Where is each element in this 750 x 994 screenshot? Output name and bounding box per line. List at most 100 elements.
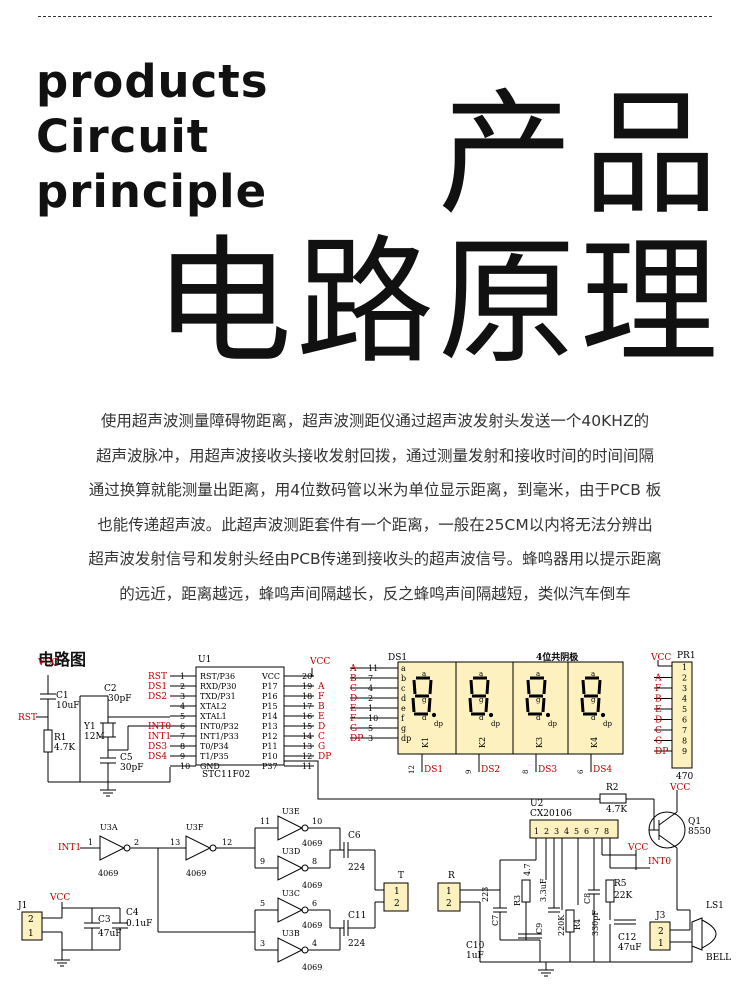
y1-value: 12M [84, 732, 105, 742]
u2-ref: U2 [530, 799, 543, 809]
q1-vcc-label: VCC [669, 783, 690, 793]
segment-label: g [422, 696, 427, 704]
description-line: 的远近，距离越远，蜂鸣声间隔越长，反之蜂鸣声间隔越短，类似汽车倒车 [119, 584, 631, 603]
gate-ref: U3E [282, 807, 300, 816]
display-segment-letter: e [401, 704, 406, 713]
display-pin-number: 10 [368, 714, 378, 723]
ls1-value: BELL [706, 953, 731, 963]
mcu-pin-number: 8 [180, 742, 185, 751]
mcu-right-net-label: G [318, 742, 325, 752]
display-pin-number: 2 [368, 694, 373, 703]
display-segment-letter: b [401, 674, 406, 683]
mcu-right-net-label: B [318, 702, 325, 712]
u2-body [529, 819, 619, 839]
description-paragraph: 使用超声波测量障碍物距离，超声波测距仪通过超声波发射头发送一个40KHZ的 超声… [30, 404, 720, 611]
mcu-pin-name: P13 [262, 722, 278, 731]
mcu-pin-name: P16 [262, 692, 278, 701]
mcu-pin-number: 19 [302, 682, 312, 691]
pr1-pin-number: 8 [682, 737, 687, 746]
mcu-pin-name: TXD/P31 [200, 692, 236, 701]
r4-value: 220K [557, 914, 566, 936]
segment-label: d [591, 714, 596, 722]
mcu-pin-name: GND [200, 762, 220, 771]
q1-ref: Q1 [688, 817, 701, 827]
connector-t-body [383, 882, 409, 912]
segment-label: d [536, 714, 541, 722]
u2-pin-number: 2 [544, 827, 549, 836]
u2-pin-number: 7 [594, 827, 599, 836]
mcu-pin-number: 10 [180, 762, 190, 771]
pr1-value: 470 [676, 772, 693, 782]
c9-ref: C9 [535, 923, 544, 934]
display-segment-letter: d [401, 694, 406, 703]
display-pin-number: 4 [368, 684, 373, 693]
pr1-pin-number: 4 [682, 695, 687, 704]
r2-body [599, 793, 627, 804]
r3-body [521, 879, 531, 903]
segment-label: dp [603, 720, 612, 728]
u2-vcc-label: VCC [627, 843, 648, 853]
connector-r-body [437, 882, 461, 912]
display-pin-number: 3 [368, 734, 373, 743]
mcu-left-net-label: INT0 [148, 722, 171, 732]
pr1-vcc-label: VCC [650, 653, 671, 663]
segment-label: a [536, 670, 540, 678]
c7-ref: C7 [491, 915, 500, 926]
mcu-pin-number: 5 [180, 712, 185, 721]
description-line: 通过换算就能测量出距离，用4位数码管以米为单位显示距离，到毫米，由于PCB 板 [88, 481, 662, 499]
y1-ref: Y1 [83, 722, 96, 732]
mcu-pin-number: 3 [180, 692, 185, 701]
gate-part: 4069 [302, 881, 322, 890]
mcu-pin-name: P12 [262, 732, 278, 741]
c3-ref: C3 [98, 915, 111, 925]
pr1-net-label: G [655, 737, 662, 747]
mcu-right-net-label: DP [318, 752, 331, 762]
display-net-label: E [350, 704, 357, 714]
gate-output-pin: 4 [312, 939, 317, 948]
gate-part: 4069 [302, 839, 322, 848]
decimal-point [545, 712, 551, 718]
r-pin2: 2 [446, 899, 452, 909]
mcu-pin-name: INT1/P33 [200, 732, 239, 741]
c11-value: 224 [348, 939, 365, 949]
r1-ref: R1 [54, 733, 67, 743]
segment-bar [525, 697, 530, 713]
segment-bar [468, 697, 473, 713]
mcu-right-net-label: E [318, 712, 325, 722]
segment-bar [469, 679, 474, 695]
u2-part: CX20106 [530, 809, 572, 819]
mcu-pin-name: P37 [262, 762, 278, 771]
pr1-net-label: D [655, 716, 662, 726]
seven-segment-digit [411, 676, 437, 718]
digit-ds-label: DS4 [593, 765, 612, 775]
digit-pin-number: 9 [465, 770, 473, 774]
mcu-pin-number: 6 [180, 722, 185, 731]
mcu-pin-name: P11 [262, 742, 278, 751]
j1-ref: J1 [17, 901, 27, 911]
diagram-title: 电路图 [38, 650, 87, 669]
mcu-pin-name: RXD/P30 [200, 682, 236, 691]
j3-pin1: 1 [658, 939, 664, 949]
segment-bar [412, 679, 417, 695]
description-line: 使用超声波测量障碍物距离，超声波测距仪通过超声波发射头发送一个40KHZ的 [100, 412, 650, 430]
display-pin-number: 5 [368, 724, 373, 733]
gate-output-pin: 10 [312, 817, 322, 826]
segment-bar [484, 697, 489, 713]
pr1-pin-number: 9 [682, 747, 687, 756]
decimal-point [431, 712, 437, 718]
pr1-pin-number: 2 [682, 674, 687, 683]
mcu-pin-number: 14 [302, 732, 312, 741]
c10-ref: C10 [466, 941, 485, 951]
c3-value: 47uF [98, 929, 122, 939]
mcu-pin-name: VCC [261, 672, 280, 681]
segment-label: g [536, 696, 541, 704]
r3-ref: R3 [513, 895, 522, 906]
digit-k-label: K4 [590, 737, 599, 748]
gate-output-pin: 12 [222, 838, 232, 847]
segment-bar [526, 679, 531, 695]
gate-output-pin: 2 [134, 838, 139, 847]
display-net-label: D [350, 694, 357, 704]
mcu-pin-number: 1 [180, 672, 185, 681]
r5-ref: R5 [614, 879, 627, 889]
ls1-ref: LS1 [706, 901, 724, 911]
